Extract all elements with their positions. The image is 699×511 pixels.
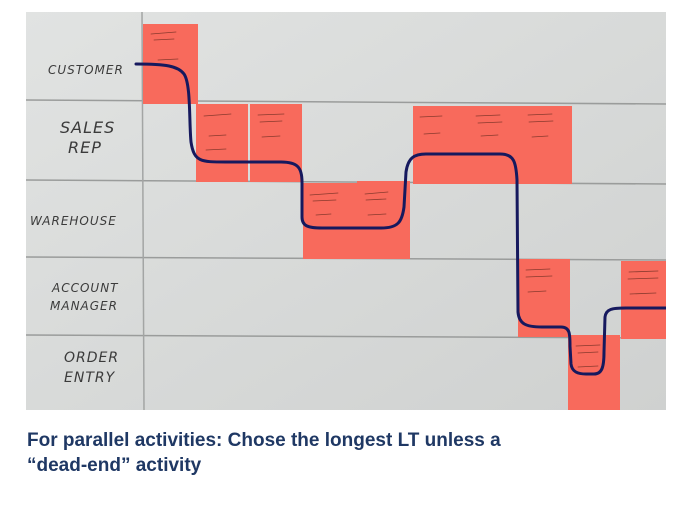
caption-line-1: For parallel activities: Chose the longe… bbox=[27, 430, 501, 451]
lane-label-sales-rep-line1: SALES bbox=[60, 118, 115, 137]
board-drawing: CUSTOMER SALES REP WAREHOUSE ACCOUNT MAN… bbox=[26, 12, 666, 410]
lane-label-order-entry-line1: ORDER bbox=[64, 350, 119, 366]
caption-line-2: “dead-end” activity bbox=[27, 455, 202, 476]
critical-path-line bbox=[134, 62, 666, 376]
lane-label-customer: CUSTOMER bbox=[48, 63, 124, 77]
sticky-note bbox=[468, 106, 521, 184]
lane-label-warehouse: WAREHOUSE bbox=[30, 214, 117, 228]
sticky-note bbox=[413, 106, 468, 184]
lane-label-account-manager-line1: ACCOUNT bbox=[51, 281, 119, 295]
caption: For parallel activities: Chose the longe… bbox=[27, 428, 677, 478]
sticky-notes bbox=[143, 24, 666, 410]
lane-divider bbox=[26, 99, 666, 105]
sticky-note bbox=[621, 261, 666, 339]
value-stream-board-photo: CUSTOMER SALES REP WAREHOUSE ACCOUNT MAN… bbox=[26, 12, 666, 410]
label-column-divider bbox=[141, 12, 145, 410]
lane-label-order-entry-line2: ENTRY bbox=[64, 370, 116, 386]
sticky-note bbox=[196, 104, 248, 182]
lane-label-sales-rep-line2: REP bbox=[68, 138, 102, 157]
lane-divider bbox=[26, 334, 666, 339]
lane-label-account-manager-line2: MANAGER bbox=[50, 299, 118, 313]
note-scribbles bbox=[150, 31, 659, 368]
sticky-note bbox=[250, 104, 302, 182]
sticky-note bbox=[303, 183, 357, 259]
sticky-note bbox=[520, 106, 572, 184]
